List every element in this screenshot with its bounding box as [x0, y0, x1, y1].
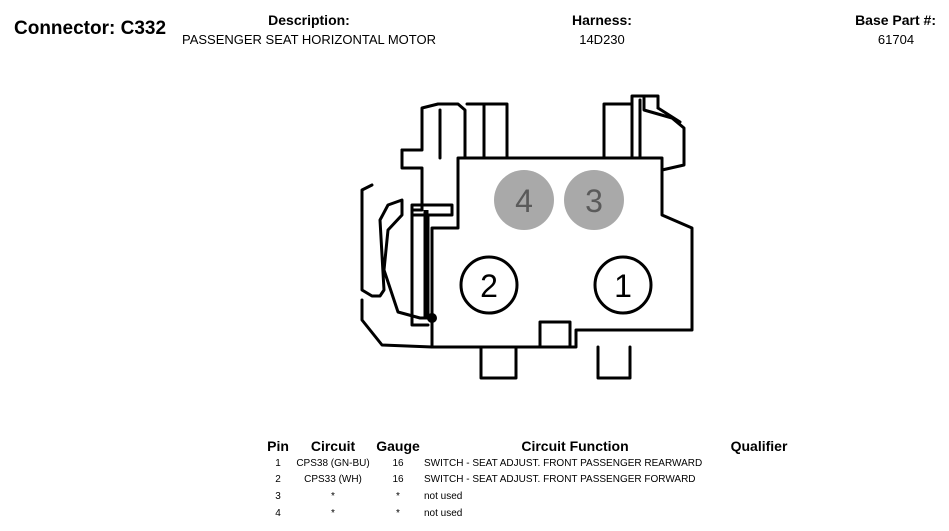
description-value: PASSENGER SEAT HORIZONTAL MOTOR	[181, 32, 437, 47]
key-notch	[538, 320, 572, 349]
col-header-circuit-function: Circuit Function	[521, 438, 629, 454]
cell-function: not used	[424, 508, 463, 519]
cell-circuit: *	[331, 508, 335, 519]
cell-pin: 2	[275, 474, 281, 485]
cell-circuit: CPS38 (GN-BU)	[296, 458, 370, 469]
connector-body-outline	[430, 156, 694, 349]
bottom-tab-right	[596, 345, 632, 380]
bottom-tab-left	[479, 345, 518, 380]
cell-gauge: 16	[392, 474, 404, 485]
cell-gauge: 16	[392, 458, 404, 469]
pin-2: 2	[459, 255, 519, 315]
pin-2-label: 2	[480, 268, 498, 304]
latch-top-left	[400, 102, 467, 160]
cell-pin: 4	[275, 508, 281, 519]
cell-circuit: CPS33 (WH)	[304, 474, 362, 485]
harness-label: Harness:	[572, 12, 632, 28]
col-header-qualifier: Qualifier	[730, 438, 788, 454]
col-header-gauge: Gauge	[376, 438, 420, 454]
pin-1-label: 1	[614, 268, 632, 304]
cell-gauge: *	[396, 491, 400, 502]
base-part-value: 61704	[877, 32, 915, 47]
cell-gauge: *	[396, 508, 400, 519]
cell-function: SWITCH - SEAT ADJUST. FRONT PASSENGER FO…	[424, 474, 696, 485]
cell-pin: 1	[275, 458, 281, 469]
pin-1: 1	[593, 255, 653, 315]
pin-3: 3	[564, 170, 624, 230]
connector-title: Connector: C332	[14, 18, 167, 39]
cell-pin: 3	[275, 491, 281, 502]
latch-top-center	[465, 102, 509, 160]
lock-lever-outline	[360, 183, 434, 320]
pin-4-label: 4	[515, 183, 533, 219]
connector-face-diagram: 4 3 2 1	[360, 94, 694, 380]
description-label: Description:	[268, 12, 350, 28]
latch-top-right	[602, 94, 660, 160]
pin-3-label: 3	[585, 183, 603, 219]
cell-circuit: *	[331, 491, 335, 502]
col-header-circuit: Circuit	[310, 438, 356, 454]
lock-lever-arm	[360, 298, 434, 349]
cell-function: not used	[424, 491, 463, 502]
col-header-pin: Pin	[267, 438, 289, 454]
harness-value: 14D230	[579, 32, 625, 47]
pin-4: 4	[494, 170, 554, 230]
base-part-label: Base Part #:	[855, 12, 936, 28]
cell-function: SWITCH - SEAT ADJUST. FRONT PASSENGER RE…	[424, 458, 703, 469]
